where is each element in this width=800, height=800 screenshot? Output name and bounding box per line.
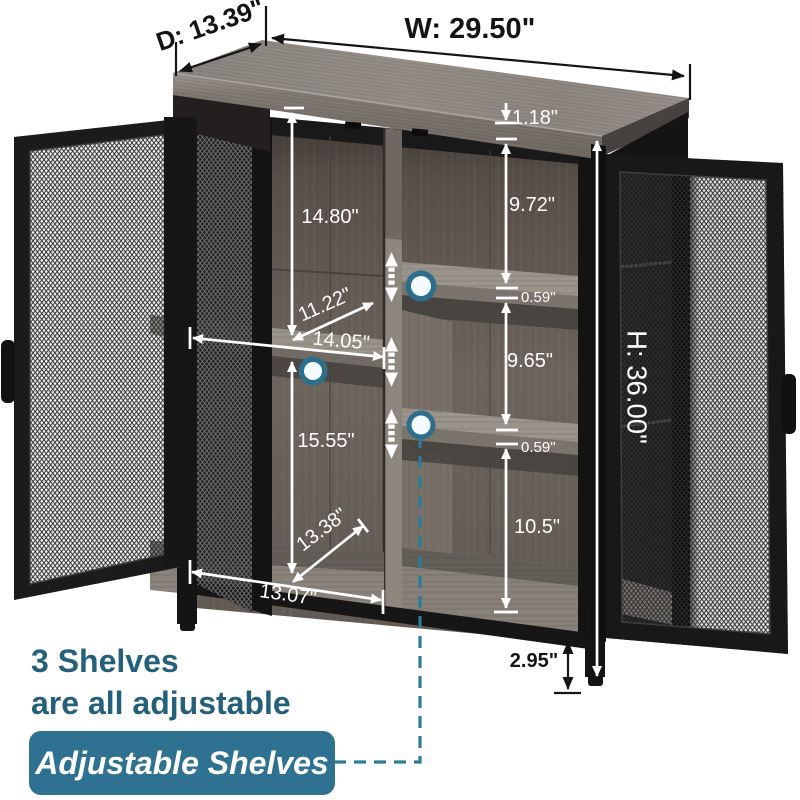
svg-text:14.80": 14.80" (301, 206, 358, 228)
svg-text:3 Shelves: 3 Shelves (31, 643, 179, 679)
svg-text:9.72": 9.72" (509, 194, 555, 216)
svg-text:2.95": 2.95" (510, 650, 558, 672)
svg-text:0.59": 0.59" (521, 439, 556, 456)
svg-text:10.5": 10.5" (514, 516, 560, 538)
svg-text:W: 29.50": W: 29.50" (405, 13, 536, 45)
svg-text:Adjustable Shelves: Adjustable Shelves (34, 745, 328, 781)
svg-text:are all adjustable: are all adjustable (31, 685, 291, 721)
svg-text:1.18": 1.18" (512, 107, 558, 129)
svg-text:0.59": 0.59" (521, 289, 556, 306)
svg-text:14.05": 14.05" (312, 328, 371, 355)
svg-text:H: 36.00": H: 36.00" (622, 330, 653, 444)
svg-text:9.65": 9.65" (507, 350, 553, 372)
svg-text:15.55": 15.55" (297, 430, 354, 452)
